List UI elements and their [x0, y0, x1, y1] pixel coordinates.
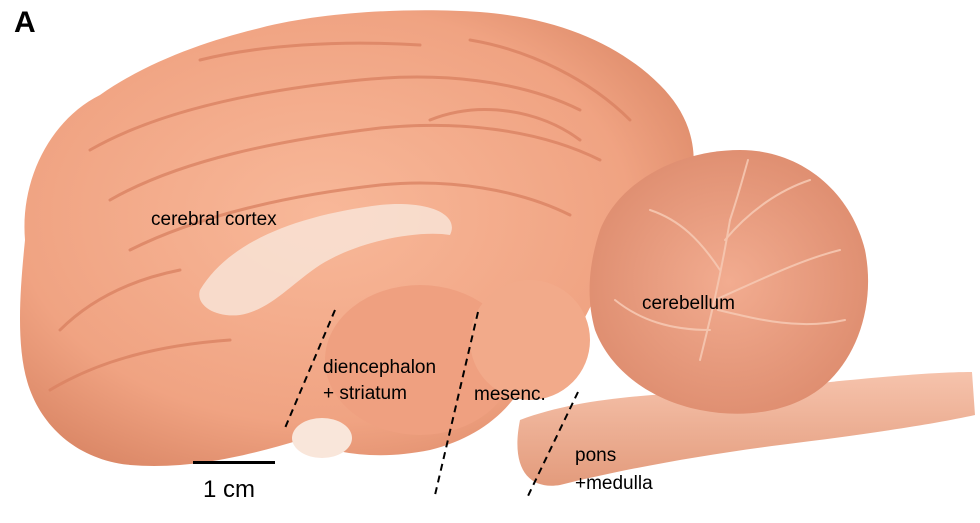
- cerebellar-folia: [614, 159, 846, 361]
- boundary-line-pons: [526, 391, 579, 499]
- label-striatum: + striatum: [323, 383, 407, 404]
- boundary-line-mes: [434, 311, 479, 496]
- gyri-texture: [48, 38, 632, 392]
- label-cerebral-cortex: cerebral cortex: [151, 209, 277, 230]
- label-mesencephalon: mesenc.: [474, 384, 546, 405]
- label-diencephalon: diencephalon: [323, 357, 437, 378]
- white-matter-shape: [199, 204, 452, 316]
- region-boundaries: [284, 309, 579, 499]
- scale-bar-label: 1 cm: [203, 476, 256, 503]
- diencephalon-shape: [325, 285, 515, 435]
- label-cerebellum: cerebellum: [642, 293, 735, 314]
- mesencephalon-shape: [470, 280, 590, 400]
- olfactory-bulb-shape: [292, 418, 352, 458]
- cerebellum-shape: [589, 150, 869, 414]
- scale-bar: [193, 461, 275, 464]
- label-pons: pons: [575, 445, 617, 466]
- brainstem-shape: [517, 372, 975, 486]
- boundary-line-dien: [284, 309, 336, 429]
- panel-letter: A: [14, 6, 36, 39]
- label-medulla: +medulla: [575, 473, 653, 494]
